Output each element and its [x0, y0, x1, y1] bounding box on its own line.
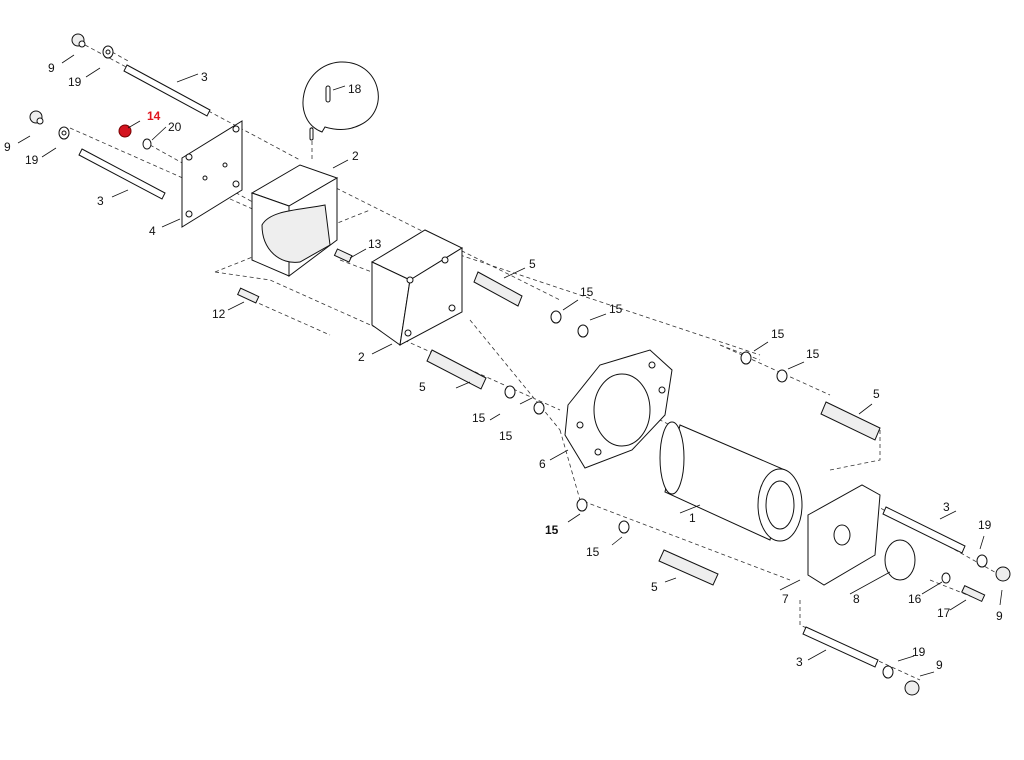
- callout[interactable]: 19: [978, 518, 992, 532]
- callout[interactable]: 15: [499, 429, 513, 443]
- washers-15: [504, 310, 788, 534]
- washer-16: [941, 572, 951, 584]
- disc-8: [884, 539, 916, 581]
- callout[interactable]: 17: [937, 606, 951, 620]
- callout[interactable]: 3: [796, 655, 803, 669]
- detail-bubble: [302, 61, 379, 141]
- callout[interactable]: 3: [97, 194, 104, 208]
- plate-7: [807, 484, 881, 586]
- callout[interactable]: 15: [545, 523, 559, 537]
- callout-labels: 9 19 3 14 20 9 19 3 4 18 2 13 12 2 5 15 …: [4, 61, 1003, 672]
- callout[interactable]: 8: [853, 592, 860, 606]
- callout-highlighted[interactable]: 14: [147, 109, 161, 123]
- pin-18: [325, 85, 331, 103]
- plate-4: [181, 120, 243, 228]
- fasteners-left: [29, 33, 353, 304]
- callout[interactable]: 1: [689, 511, 696, 525]
- callout[interactable]: 19: [912, 645, 926, 659]
- callout[interactable]: 6: [539, 457, 546, 471]
- screw-17: [961, 585, 986, 603]
- callout[interactable]: 5: [873, 387, 880, 401]
- callout[interactable]: 3: [201, 70, 208, 84]
- callout[interactable]: 15: [609, 302, 623, 316]
- callout[interactable]: 2: [352, 149, 359, 163]
- callout[interactable]: 18: [348, 82, 362, 96]
- cylinder-1: [659, 421, 803, 542]
- callout[interactable]: 15: [580, 285, 594, 299]
- callout[interactable]: 2: [358, 350, 365, 364]
- assembly-lines: [69, 44, 1001, 681]
- fasteners-right: [802, 506, 1011, 696]
- callout[interactable]: 15: [771, 327, 785, 341]
- callout[interactable]: 9: [996, 609, 1003, 623]
- callout[interactable]: 15: [586, 545, 600, 559]
- callout[interactable]: 4: [149, 224, 156, 238]
- callout[interactable]: 19: [68, 75, 82, 89]
- bracket-2-lower: [370, 229, 464, 346]
- callout[interactable]: 12: [212, 307, 226, 321]
- callout[interactable]: 13: [368, 237, 382, 251]
- callout[interactable]: 20: [168, 120, 182, 134]
- spacers-5: [426, 271, 881, 586]
- callout[interactable]: 5: [419, 380, 426, 394]
- callout[interactable]: 5: [529, 257, 536, 271]
- callout[interactable]: 3: [943, 500, 950, 514]
- callout[interactable]: 9: [936, 658, 943, 672]
- callout[interactable]: 9: [4, 140, 11, 154]
- callout[interactable]: 15: [472, 411, 486, 425]
- callout[interactable]: 7: [782, 592, 789, 606]
- nut-14-highlighted[interactable]: [118, 124, 132, 138]
- flange-6: [564, 349, 673, 469]
- callout[interactable]: 15: [806, 347, 820, 361]
- callout[interactable]: 5: [651, 580, 658, 594]
- callout[interactable]: 16: [908, 592, 922, 606]
- callout[interactable]: 9: [48, 61, 55, 75]
- bracket-2-upper: [250, 164, 339, 277]
- callout[interactable]: 19: [25, 153, 39, 167]
